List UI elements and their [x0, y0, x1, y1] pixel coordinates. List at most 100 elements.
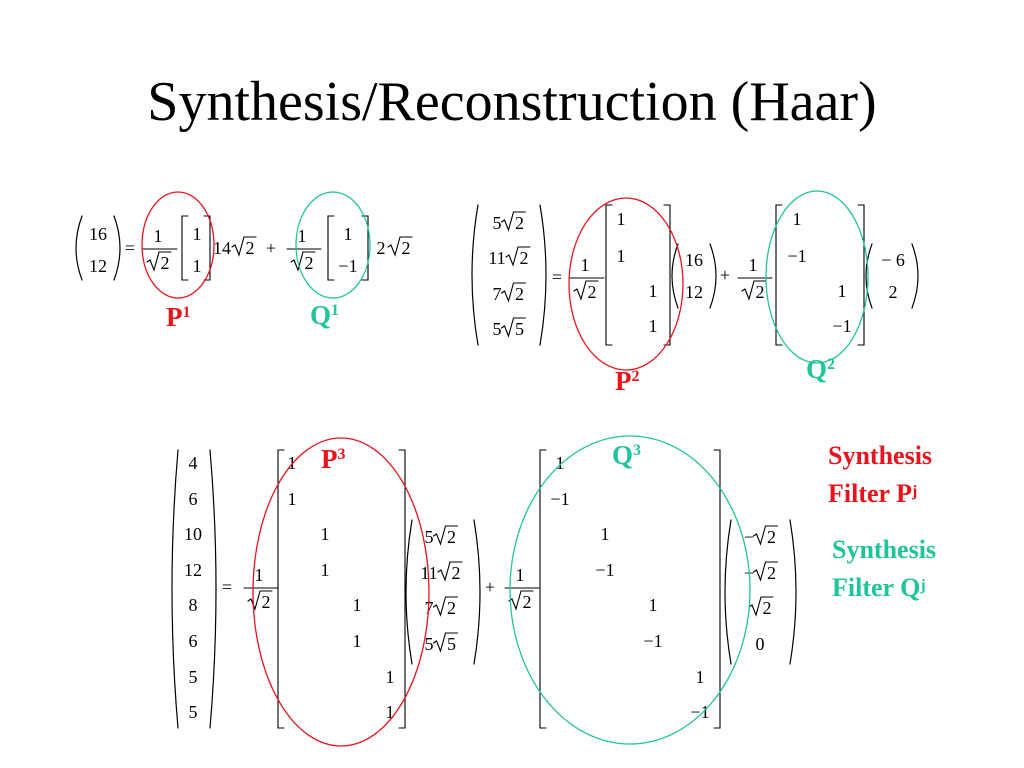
l3-din-1-sqrt-radicand: 2	[767, 563, 776, 583]
l3-cout-lparen	[171, 449, 179, 729]
l2-Q-lbracket	[775, 204, 783, 346]
l2-factor2-num: 1	[749, 255, 758, 275]
l2-Q-2: 1	[838, 281, 847, 301]
note-q-sup: j	[920, 577, 926, 594]
l2-plus: +	[720, 265, 730, 285]
l3-cin-1-coef: 11	[420, 563, 437, 583]
l3-cin-1-sqrt	[437, 561, 463, 582]
l3-Q-7: −1	[690, 702, 709, 722]
l3-P-2: 1	[321, 524, 330, 544]
l2-factor2-den-radicand: 2	[756, 282, 765, 302]
label-Q2: Q2	[806, 354, 835, 384]
note-q-line2-text: Filter Q	[832, 573, 921, 602]
l2-cout-3-sqrt-radicand: 5	[515, 319, 524, 339]
l2-cout-0-sqrt	[500, 211, 527, 232]
l2-cout-1-sqrt	[505, 246, 531, 267]
l1-factor2-den	[290, 251, 316, 272]
l3-factor-den	[247, 590, 273, 611]
l2-factor-num: 1	[581, 255, 590, 275]
l3-din-3: 0	[756, 634, 765, 654]
l3-cin-2-sqrt-radicand: 2	[447, 598, 456, 618]
l3-P-4: 1	[353, 595, 362, 615]
l2-din-rparen	[911, 243, 919, 309]
label-P2: P2	[615, 366, 640, 396]
l3-din-0-coef: −	[744, 527, 754, 547]
label-Q3-sup: 3	[633, 442, 642, 459]
l3-P-5: 1	[353, 631, 362, 651]
l2-din-0: − 6	[881, 250, 905, 270]
l2-cout-1-coef: 11	[488, 248, 505, 268]
l3-Q-2: 1	[601, 524, 610, 544]
label-P1-sup: 1	[182, 304, 191, 321]
l3-Q-5: −1	[643, 631, 662, 651]
l1-cout-0: 16	[89, 224, 107, 244]
note-synthesis-filter-q: Synthesis Filter Qj	[832, 531, 936, 607]
l3-din-rparen	[789, 519, 797, 665]
l2-cin-rparen	[709, 243, 717, 309]
l2-cin-0: 16	[685, 250, 703, 270]
l3-Q-1: −1	[550, 489, 569, 509]
l1-coef-c-radicand: 2	[246, 238, 255, 258]
l3-cout-1: 6	[189, 489, 198, 509]
l3-cin-lparen	[405, 519, 413, 665]
l2-P-2: 1	[649, 281, 658, 301]
label-Q1-sup: 1	[331, 302, 340, 319]
l1-plus: +	[266, 238, 276, 258]
l3-P-7: 1	[386, 702, 395, 722]
label-Q2-base: Q	[806, 354, 828, 384]
Q2-highlight-ellipse	[765, 190, 869, 364]
l3-din-0-sqrt	[752, 525, 779, 546]
label-P2-sup: 2	[631, 368, 640, 385]
l2-Q-1: −1	[787, 246, 806, 266]
l3-cout-0: 4	[189, 453, 198, 473]
l3-din-1-sqrt	[752, 561, 779, 582]
l3-din-0-sqrt-radicand: 2	[767, 527, 776, 547]
l2-Q-rbracket	[857, 204, 865, 346]
l2-P-0: 1	[617, 209, 626, 229]
l3-equals: =	[222, 577, 232, 597]
l2-cout-3-sqrt	[500, 317, 527, 338]
l3-Q-6: 1	[696, 667, 705, 687]
note-p-line2: Filter Pj	[828, 475, 932, 513]
l2-P-rbracket	[663, 204, 671, 346]
label-Q2-sup: 2	[827, 356, 836, 373]
l2-cout-1-sqrt-radicand: 2	[520, 248, 529, 268]
l2-cin-1: 12	[685, 282, 703, 302]
l3-cout-rparen	[209, 449, 217, 729]
l1-P-0: 1	[193, 224, 202, 244]
note-p-line2-text: Filter P	[828, 479, 912, 508]
l1-equals: =	[125, 238, 135, 258]
l3-P-0: 1	[288, 453, 297, 473]
l3-factor-num: 1	[255, 565, 264, 585]
l1-Q-1: −1	[338, 256, 357, 276]
l2-factor-den	[573, 280, 599, 301]
l1-factor-den-radicand: 2	[161, 253, 170, 273]
note-q-line2: Filter Qj	[832, 569, 936, 607]
l3-factor2-den	[508, 590, 534, 611]
l3-cin-0-sqrt-radicand: 2	[447, 527, 456, 547]
l2-cin-lparen	[671, 243, 679, 309]
l2-P-3: 1	[649, 316, 658, 336]
l1-factor2-den-radicand: 2	[305, 253, 314, 273]
l3-din-2-sqrt-radicand: 2	[763, 598, 772, 618]
l1-Q-rbracket	[361, 215, 369, 281]
note-synthesis-filter-p: Synthesis Filter Pj	[828, 437, 932, 513]
P3-highlight-ellipse	[252, 437, 430, 747]
label-P3-sup: 3	[337, 446, 346, 463]
l1-coef-d	[387, 236, 413, 257]
l2-Q-0: 1	[793, 209, 802, 229]
label-Q1-base: Q	[310, 300, 332, 330]
l2-din-1: 2	[889, 282, 898, 302]
l1-P-rbracket	[203, 215, 211, 281]
l3-factor2-num: 1	[516, 565, 525, 585]
slide-title: Synthesis/Reconstruction (Haar)	[147, 71, 877, 133]
l3-Q-lbracket	[539, 449, 547, 729]
l2-din-lparen	[865, 243, 873, 309]
label-P2-base: P	[615, 366, 632, 396]
label-P1-base: P	[166, 302, 183, 332]
l3-cout-6: 5	[189, 667, 198, 687]
note-p-sup: j	[911, 483, 918, 500]
